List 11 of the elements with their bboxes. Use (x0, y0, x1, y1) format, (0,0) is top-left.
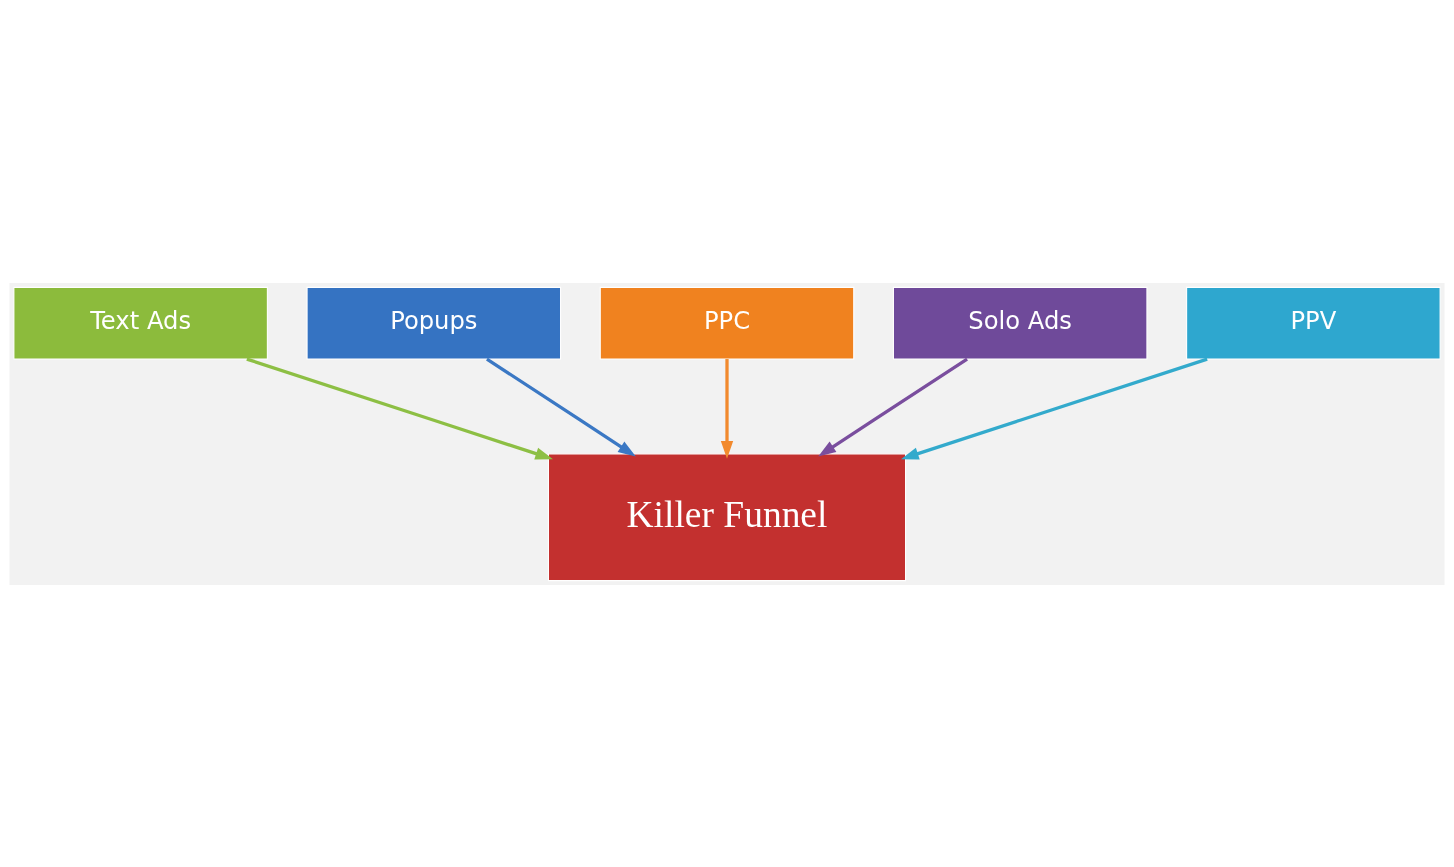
node-box: PPC (599, 286, 855, 360)
arrow (246, 357, 553, 460)
arrow (720, 358, 734, 459)
node-box: Text Ads (13, 286, 268, 360)
arrow (486, 357, 636, 456)
node-box: Solo Ads (892, 286, 1148, 360)
node-box: Popups (306, 286, 562, 360)
node-box: Killer Funnel (547, 452, 907, 581)
arrow (818, 357, 968, 456)
arrow (901, 357, 1208, 460)
node-box: PPV (1186, 286, 1441, 360)
